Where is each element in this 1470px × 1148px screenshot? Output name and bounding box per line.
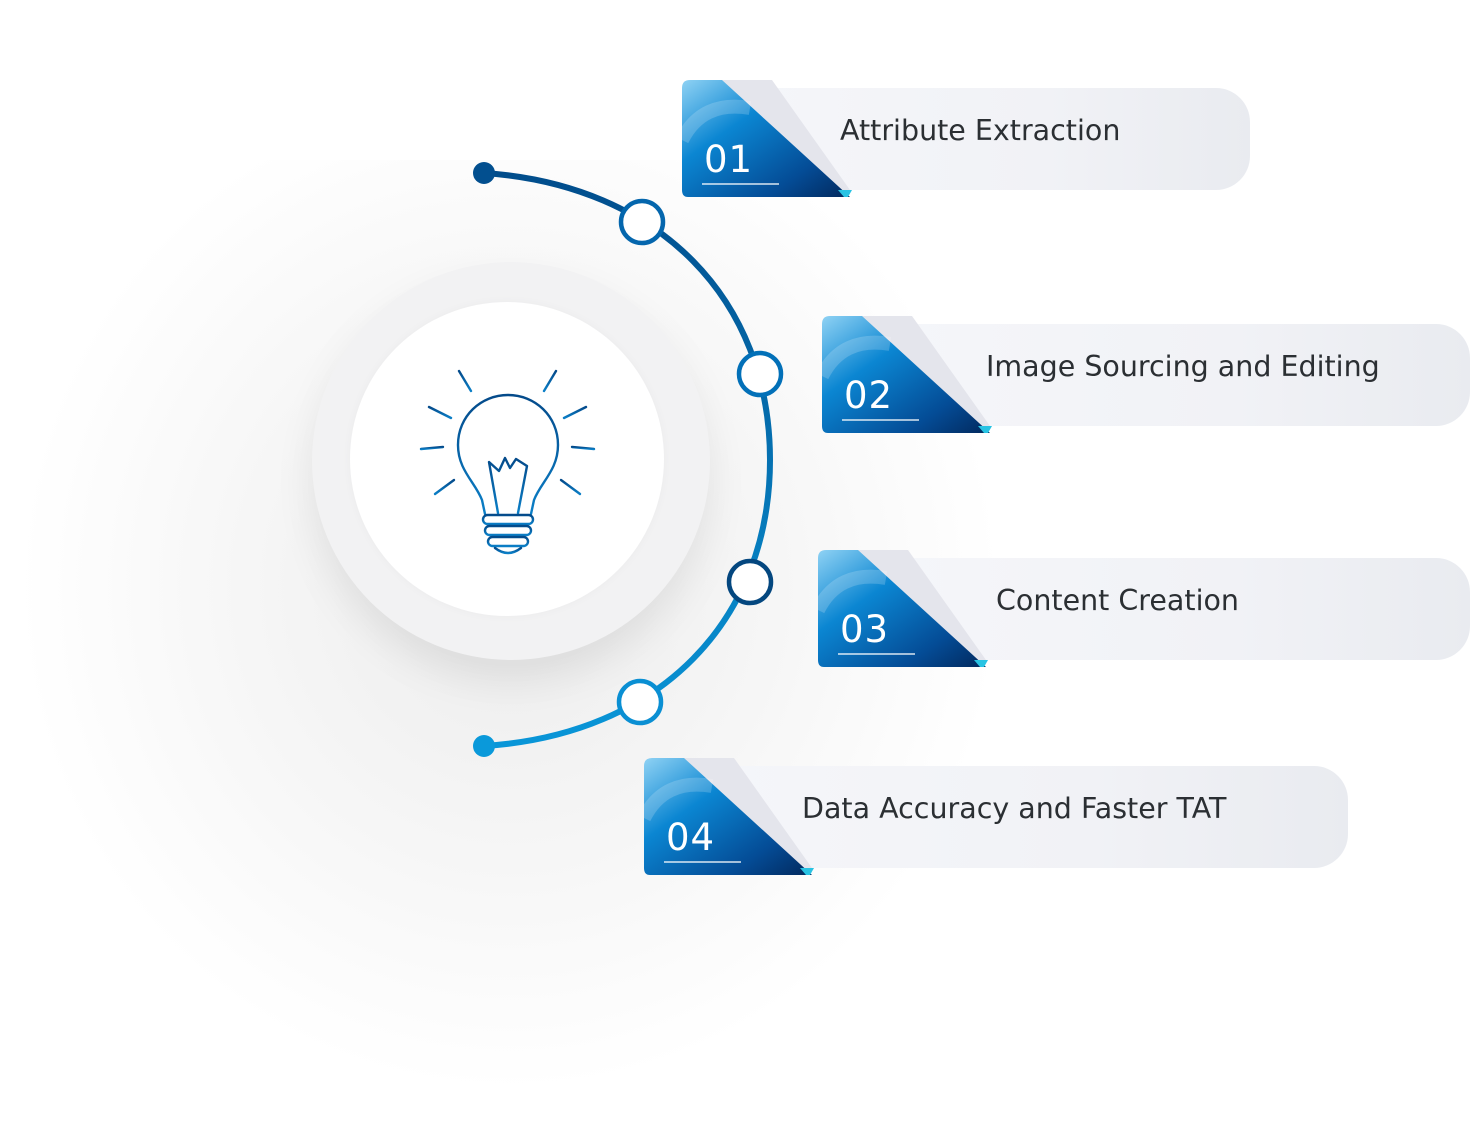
arc-node-2 — [736, 350, 784, 398]
step-number-badge — [644, 758, 814, 875]
arc-node-3 — [726, 558, 774, 606]
step-label: Image Sourcing and Editing — [986, 350, 1380, 383]
step-number: 02 — [844, 374, 894, 417]
step-number-badge — [682, 80, 852, 197]
step-bar — [882, 324, 1470, 426]
step-label: Attribute Extraction — [840, 114, 1121, 147]
step-label: Data Accuracy and Faster TAT — [802, 792, 1227, 825]
step-bar — [878, 558, 1470, 660]
lightbulb-icon — [419, 356, 596, 555]
step-bar — [704, 766, 1348, 868]
arc-node-4 — [616, 678, 664, 726]
step-number: 01 — [704, 138, 754, 181]
step-number-badge — [822, 316, 992, 433]
hub-inner-circle — [350, 302, 664, 616]
step-number: 04 — [666, 816, 716, 859]
step-label: Content Creation — [996, 584, 1239, 617]
arc-start-dot — [473, 162, 495, 184]
arc-end-dot — [473, 735, 495, 757]
step-number: 03 — [840, 608, 890, 651]
arc-node-1 — [618, 198, 666, 246]
step-number-badge — [818, 550, 988, 667]
